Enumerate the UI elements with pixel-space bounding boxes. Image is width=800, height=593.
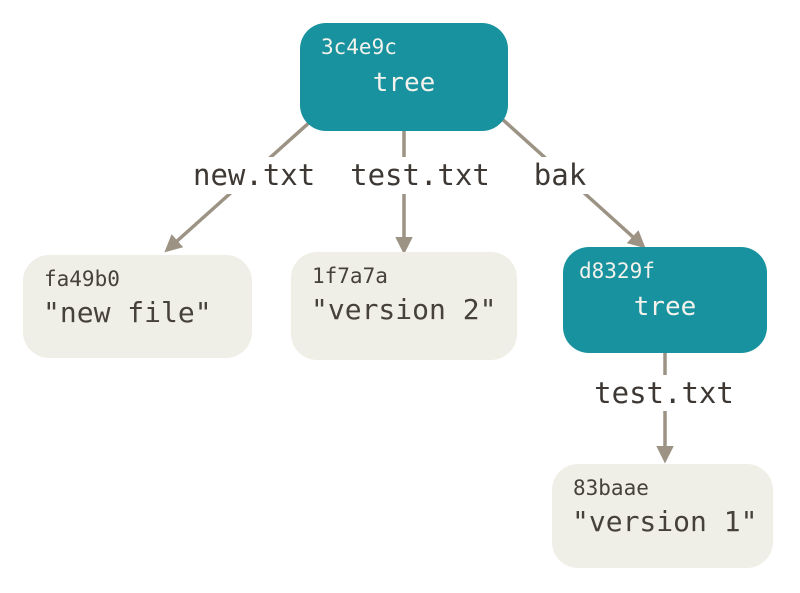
edge-label-bak: bak	[520, 157, 600, 194]
node-hash: 83baae	[573, 476, 649, 500]
blob-new-file-node: fa49b0 "new file"	[23, 255, 252, 358]
root-tree-node: 3c4e9c tree	[300, 23, 508, 131]
node-hash: 3c4e9c	[321, 35, 397, 59]
node-hash: d8329f	[579, 259, 655, 283]
node-hash: 1f7a7a	[312, 264, 388, 288]
node-value: "version 1"	[572, 505, 758, 538]
node-value: "new file"	[43, 296, 212, 329]
node-value: "version 2"	[311, 293, 497, 326]
subtree-node: d8329f tree	[563, 247, 767, 353]
blob-version-2-node: 1f7a7a "version 2"	[291, 252, 517, 360]
edge-label-root-entries: new.txt test.txt	[186, 157, 508, 194]
edge-label-test-txt: test.txt	[555, 375, 773, 411]
node-hash: fa49b0	[44, 267, 120, 291]
blob-version-1-node: 83baae "version 1"	[552, 464, 773, 568]
node-type-label: tree	[372, 68, 436, 98]
node-type-label: tree	[633, 292, 697, 322]
